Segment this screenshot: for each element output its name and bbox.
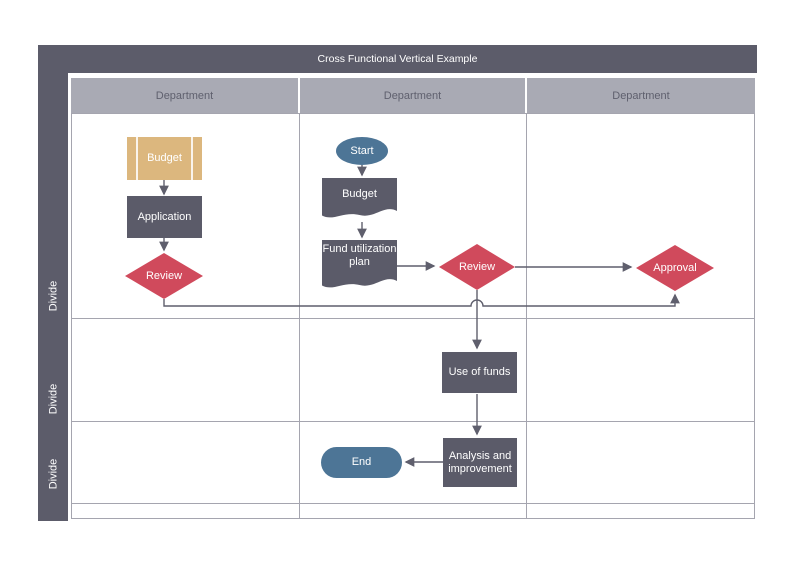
node-label: Review: [458, 260, 496, 273]
column-header-2: Department: [300, 78, 525, 113]
node-use-of-funds: Use of funds: [442, 352, 517, 393]
column-header-1: Department: [71, 78, 298, 113]
lane-label-text: Divide: [46, 383, 59, 415]
lane-sidebar: [38, 72, 68, 521]
column-divider: [299, 113, 300, 519]
node-label: Start: [350, 144, 374, 157]
column-header-text: Department: [155, 89, 214, 102]
node-application: Application: [127, 196, 202, 238]
node-fund-utilization-plan: Fund utilization plan: [322, 240, 397, 292]
node-label: Analysis and improvement: [448, 449, 512, 475]
node-label: Fund utilization plan: [322, 243, 397, 268]
column-header-text: Department: [383, 89, 442, 102]
node-end: End: [321, 447, 402, 478]
column-header-text: Department: [612, 89, 670, 102]
document-shape: [322, 240, 397, 288]
node-budget-document: Budget: [322, 178, 397, 222]
lane-label-1: Divide: [37, 279, 69, 313]
node-label: Approval: [653, 261, 697, 274]
node-label: Budget: [147, 152, 182, 164]
lane-label-text: Divide: [46, 280, 59, 312]
lane-divider: [71, 421, 755, 422]
diagram-title: Cross Functional Vertical Example: [317, 53, 478, 65]
node-budget-predefined: Budget: [127, 137, 202, 180]
node-label: Application: [137, 210, 192, 223]
node-label: Use of funds: [448, 366, 511, 378]
diagram-title-bar: Cross Functional Vertical Example: [38, 45, 757, 73]
swimlane-grid: [71, 113, 755, 519]
node-label: Budget: [342, 188, 377, 200]
lane-divider: [71, 318, 755, 319]
node-analysis-improvement: Analysis and improvement: [443, 438, 517, 487]
node-label: Review: [145, 269, 183, 282]
node-start: Start: [336, 137, 388, 165]
lane-divider: [71, 503, 755, 504]
column-divider: [526, 113, 527, 519]
lane-label-2: Divide: [37, 382, 69, 416]
lane-label-3: Divide: [37, 457, 69, 491]
column-header-3: Department: [527, 78, 755, 113]
lane-label-text: Divide: [46, 458, 59, 490]
document-shape: [322, 178, 397, 218]
node-label: End: [351, 456, 372, 468]
